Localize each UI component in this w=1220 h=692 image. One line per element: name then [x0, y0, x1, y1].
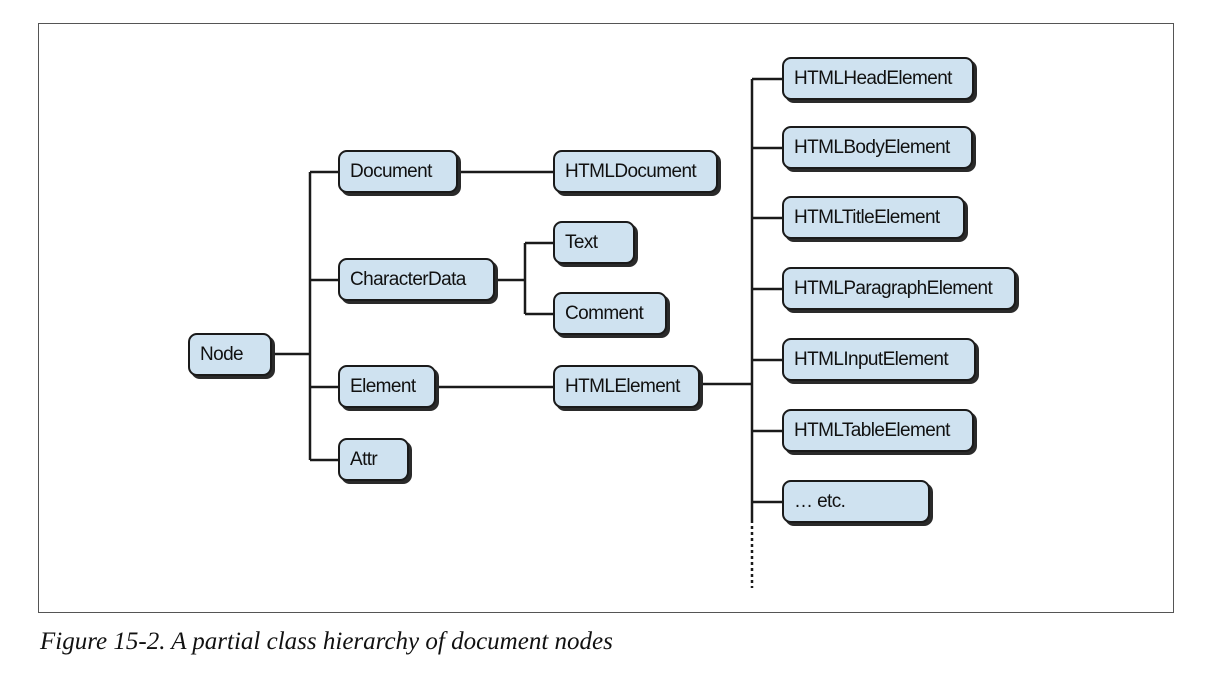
node-etc: … etc. [782, 480, 930, 523]
node-attr: Attr [338, 438, 409, 481]
node-text: Text [553, 221, 635, 264]
node-element: Element [338, 365, 436, 408]
node-html-paragraph-element: HTMLParagraphElement [782, 267, 1016, 310]
node-html-document: HTMLDocument [553, 150, 718, 193]
node-document: Document [338, 150, 458, 193]
node-html-input-element: HTMLInputElement [782, 338, 976, 381]
node-html-element: HTMLElement [553, 365, 700, 408]
node-html-body-element: HTMLBodyElement [782, 126, 973, 169]
node-comment: Comment [553, 292, 667, 335]
node-character-data: CharacterData [338, 258, 495, 301]
figure-caption: Figure 15-2. A partial class hierarchy o… [40, 628, 613, 655]
node-html-head-element: HTMLHeadElement [782, 57, 974, 100]
node-html-title-element: HTMLTitleElement [782, 196, 965, 239]
node-html-table-element: HTMLTableElement [782, 409, 974, 452]
node-node: Node [188, 333, 272, 376]
